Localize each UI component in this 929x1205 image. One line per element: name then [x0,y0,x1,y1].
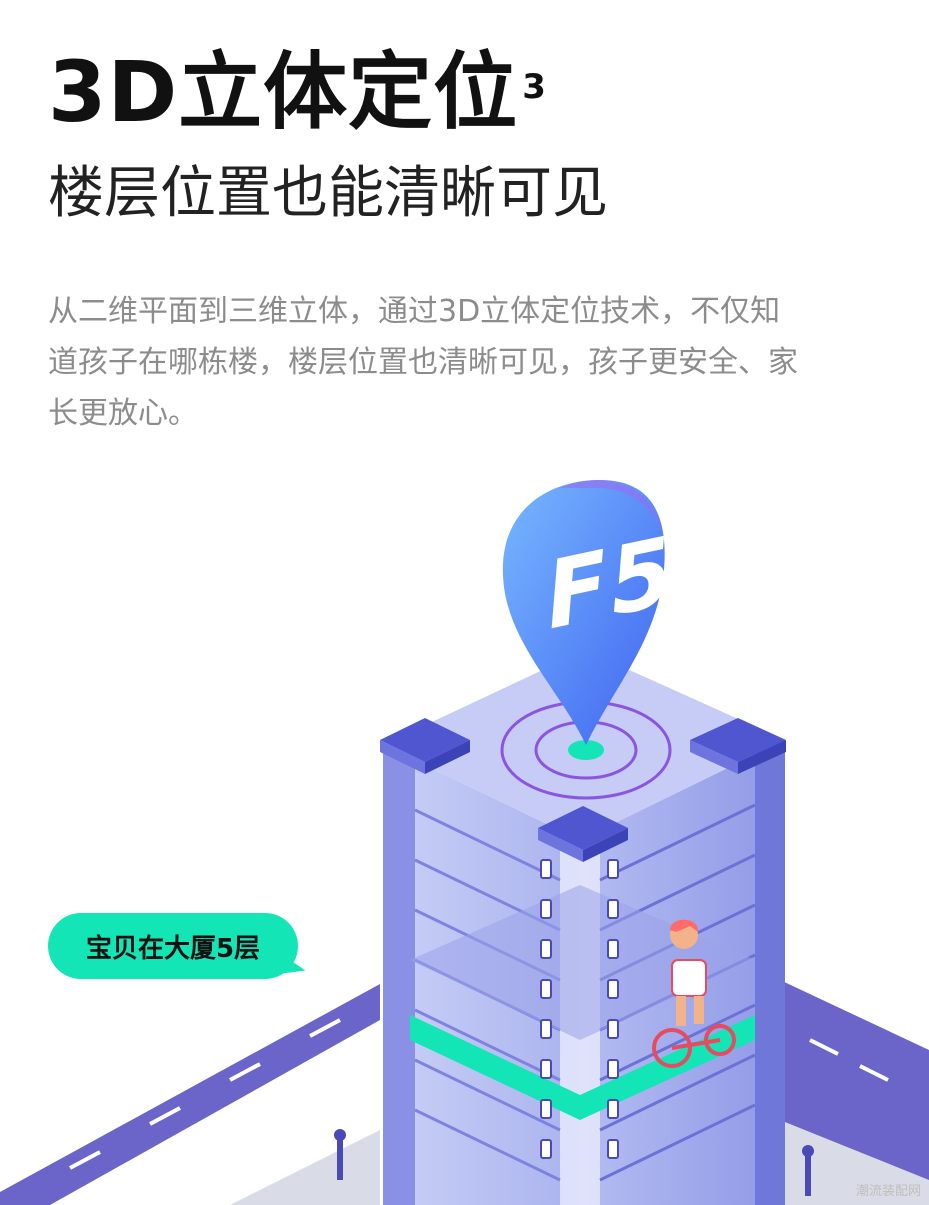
road-left [0,984,380,1205]
plaza-left [230,1130,380,1205]
location-bubble: 宝贝在大厦5层 [48,913,298,979]
highlighted-floor-slab [410,885,755,1040]
page-subtitle: 楼层位置也能清晰可见 [48,161,608,226]
roof-units [380,718,786,862]
location-pin-icon [502,480,665,745]
footnote-marker: 3 [522,67,547,107]
building-illustration: F5 宝贝在大厦5层 [0,440,929,1205]
highlighted-floor-left [410,1015,580,1120]
center-windows [540,859,619,1159]
child-on-bike-icon [652,919,736,1068]
street-lamp-right [805,1156,811,1196]
target-center [568,740,604,760]
road-markings [69,1018,889,1170]
description-text: 从二维平面到三维立体，通过3D立体定位技术，不仅知道孩子在哪栋楼，楼层位置也清晰… [48,294,798,431]
illustration-graphic [0,479,929,1205]
street-lamp-left [337,1140,343,1180]
floor-lines-left [414,808,561,1182]
plaza-right [780,1120,929,1205]
watermark-text: 潮流装配网 [855,1184,921,1199]
